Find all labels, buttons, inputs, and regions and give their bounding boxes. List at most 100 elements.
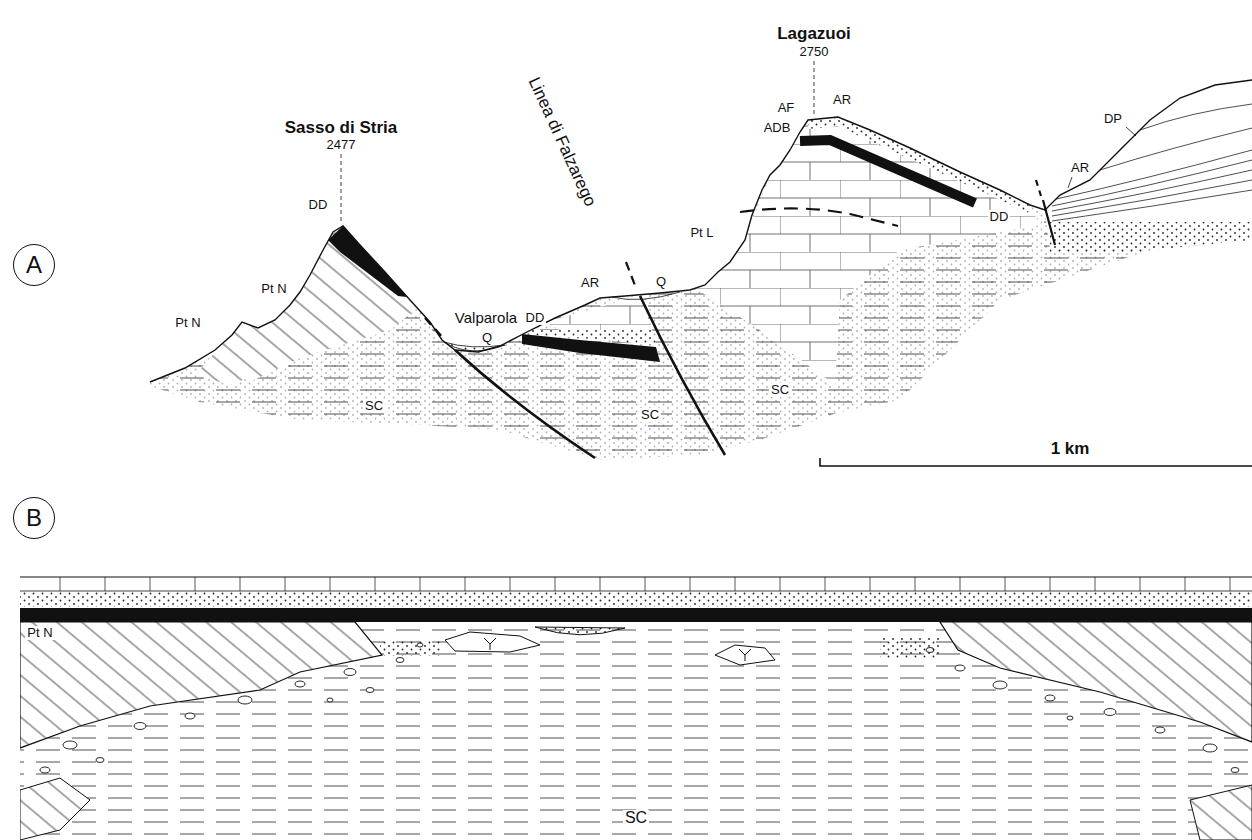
section-drawing	[96, 758, 104, 763]
section-drawing	[185, 713, 195, 719]
section-drawing	[445, 632, 540, 652]
formation-code: SC	[623, 810, 649, 827]
section-drawing	[20, 622, 1252, 840]
section-drawing	[1126, 127, 1136, 136]
formation-code: AF	[776, 101, 797, 115]
section-drawing	[993, 681, 1007, 689]
section-drawing	[960, 577, 961, 591]
section-drawing	[535, 627, 625, 635]
section-drawing	[20, 622, 382, 748]
section-drawing	[1050, 577, 1051, 591]
section-drawing	[545, 296, 652, 330]
section-drawing	[640, 296, 725, 455]
scale-label: 1 km	[1049, 440, 1092, 458]
section-drawing	[1203, 744, 1217, 752]
panel-letter: B	[13, 497, 55, 539]
section-drawing	[626, 262, 636, 288]
section-drawing	[20, 592, 1252, 607]
section-drawing	[60, 577, 1230, 591]
section-b	[20, 577, 1252, 840]
section-drawing	[1140, 577, 1141, 591]
formation-code: Q	[480, 331, 494, 345]
section-drawing	[800, 140, 975, 203]
peak-name: Sasso di Stria	[283, 119, 399, 137]
section-drawing	[1104, 709, 1116, 716]
section-drawing	[880, 638, 940, 658]
section-drawing	[1050, 222, 1252, 252]
section-drawing	[60, 577, 61, 591]
section-drawing	[1231, 768, 1239, 773]
section-drawing	[870, 577, 871, 591]
section-drawing	[915, 577, 916, 591]
section-drawing	[739, 649, 751, 661]
section-drawing	[545, 296, 652, 330]
section-drawing	[1043, 200, 1055, 245]
section-drawing	[510, 577, 511, 591]
section-drawing	[780, 577, 781, 591]
place-name: Valparola	[453, 310, 519, 326]
fault-lines	[425, 180, 1055, 458]
section-drawing	[1190, 785, 1252, 840]
formation-code: Q	[654, 275, 668, 289]
panel-letter: A	[13, 244, 55, 286]
panel-letter-text: A	[26, 253, 42, 277]
section-drawing	[295, 681, 305, 687]
section-drawing	[20, 591, 1252, 592]
section-drawing	[645, 577, 646, 591]
section-drawing	[715, 645, 775, 665]
formation-code: SC	[769, 383, 791, 397]
section-drawing	[1052, 180, 1252, 216]
section-drawing	[1230, 577, 1231, 591]
section-drawing	[40, 767, 50, 773]
section-drawing	[1068, 177, 1072, 188]
section-drawing	[1052, 150, 1252, 200]
section-drawing	[20, 577, 1252, 578]
section-drawing	[690, 577, 691, 591]
section-drawing	[285, 577, 286, 591]
section-drawing	[940, 622, 1252, 742]
peak-name: Lagazuoi	[775, 25, 853, 43]
section-drawing	[238, 696, 252, 704]
formation-code: DD	[524, 311, 547, 325]
section-drawing	[20, 622, 1252, 840]
terrain-profile	[150, 80, 1252, 382]
section-drawing	[814, 61, 815, 115]
section-drawing	[740, 208, 898, 226]
section-drawing	[20, 622, 382, 748]
section-drawing	[1190, 785, 1252, 840]
section-drawing	[484, 638, 496, 650]
section-drawing	[140, 60, 1252, 480]
section-drawing	[735, 577, 736, 591]
formation-code: AR	[579, 276, 601, 290]
section-drawing	[1140, 104, 1252, 130]
elevation: 2477	[325, 138, 358, 152]
section-drawing	[341, 154, 342, 222]
section-drawing	[375, 577, 376, 591]
section-drawing	[344, 669, 356, 676]
section-drawing	[1052, 190, 1252, 221]
section-drawing	[327, 698, 333, 702]
fault-name: Linea di Falzarego	[524, 73, 600, 211]
formation-code: Pt N	[25, 626, 54, 640]
section-drawing	[195, 322, 262, 385]
section-drawing	[444, 342, 505, 351]
section-drawing	[1036, 180, 1041, 196]
formation-code: AR	[831, 93, 853, 107]
section-drawing	[465, 577, 466, 591]
section-drawing	[555, 577, 556, 591]
section-drawing	[20, 778, 90, 840]
formation-code: DP	[1102, 112, 1124, 126]
section-drawing	[1045, 695, 1055, 701]
section-drawing	[420, 577, 421, 591]
section-drawing	[105, 577, 106, 591]
section-drawing	[425, 318, 445, 340]
section-drawing	[195, 577, 196, 591]
formation-code: SC	[363, 399, 385, 413]
section-drawing	[1052, 104, 1252, 221]
section-drawing	[600, 577, 601, 591]
scale-bar	[820, 458, 1252, 466]
section-drawing	[1100, 128, 1252, 170]
elevation: 2750	[798, 45, 831, 59]
section-drawing	[63, 741, 77, 749]
panel-letter-text: B	[26, 506, 42, 530]
